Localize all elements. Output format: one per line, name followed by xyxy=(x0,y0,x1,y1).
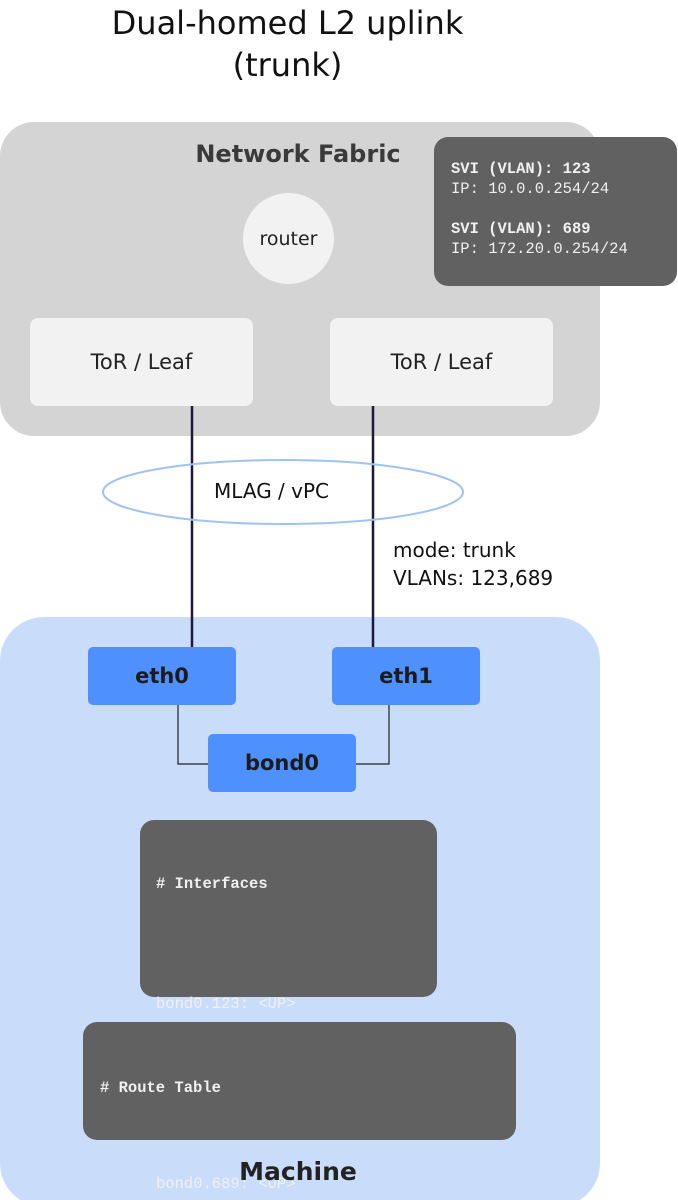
interface-eth1: eth1 xyxy=(332,647,480,705)
interface-entry-1-name: bond0.123: <UP> xyxy=(156,995,296,1013)
interface-bond0: bond0 xyxy=(208,734,356,792)
eth1-label: eth1 xyxy=(379,664,433,688)
trunk-vlans: VLANs: 123,689 xyxy=(393,566,554,590)
svi-2-ip-label: IP: xyxy=(451,240,479,258)
interface-entry-2-name: bond0.689: <UP> xyxy=(156,1175,296,1193)
trunk-info: mode: trunk VLANs: 123,689 xyxy=(393,536,553,592)
svi-1-ip-label: IP: xyxy=(451,180,479,198)
bond0-label: bond0 xyxy=(244,751,320,775)
machine-label: Machine xyxy=(239,1157,357,1186)
svi-2-vlan: 689 xyxy=(562,220,591,238)
mlag-label: MLAG / vPC xyxy=(214,479,329,503)
svi-entry-2: SVI (VLAN): 689 IP: 172.20.0.254/24 xyxy=(451,219,677,259)
route-table-box: # Route Table default via 10.0.0.254 dev… xyxy=(83,1022,516,1200)
interface-eth0: eth0 xyxy=(88,647,236,705)
tor-leaf-left: ToR / Leaf xyxy=(30,318,253,406)
trunk-mode: mode: trunk xyxy=(393,538,516,562)
interfaces-box: # Interfaces bond0.123: <UP> inet 10.0.0… xyxy=(140,820,437,1193)
svi-2-ip: 172.20.0.254/24 xyxy=(488,240,628,258)
title-line-1: Dual-homed L2 uplink xyxy=(111,4,464,42)
interfaces-header: # Interfaces xyxy=(156,875,268,893)
svi-1-vlan: 123 xyxy=(562,160,591,178)
svi-1-label: SVI (VLAN): xyxy=(451,160,554,178)
svi-1-ip: 10.0.0.254/24 xyxy=(488,180,610,198)
router-label: router xyxy=(259,227,318,250)
title-line-2: (trunk) xyxy=(232,46,343,84)
network-fabric-label: Network Fabric xyxy=(195,140,401,168)
route-table-header: # Route Table xyxy=(100,1079,221,1097)
eth0-label: eth0 xyxy=(135,664,189,688)
diagram-title: Dual-homed L2 uplink (trunk) xyxy=(0,2,575,86)
tor-leaf-left-label: ToR / Leaf xyxy=(90,350,193,374)
router-node: router xyxy=(243,193,334,284)
svi-entry-1: SVI (VLAN): 123 IP: 10.0.0.254/24 xyxy=(451,159,677,199)
tor-leaf-right-label: ToR / Leaf xyxy=(390,350,493,374)
svi-info-box: SVI (VLAN): 123 IP: 10.0.0.254/24 SVI (V… xyxy=(434,137,677,286)
svi-2-label: SVI (VLAN): xyxy=(451,220,554,238)
tor-leaf-right: ToR / Leaf xyxy=(330,318,553,406)
